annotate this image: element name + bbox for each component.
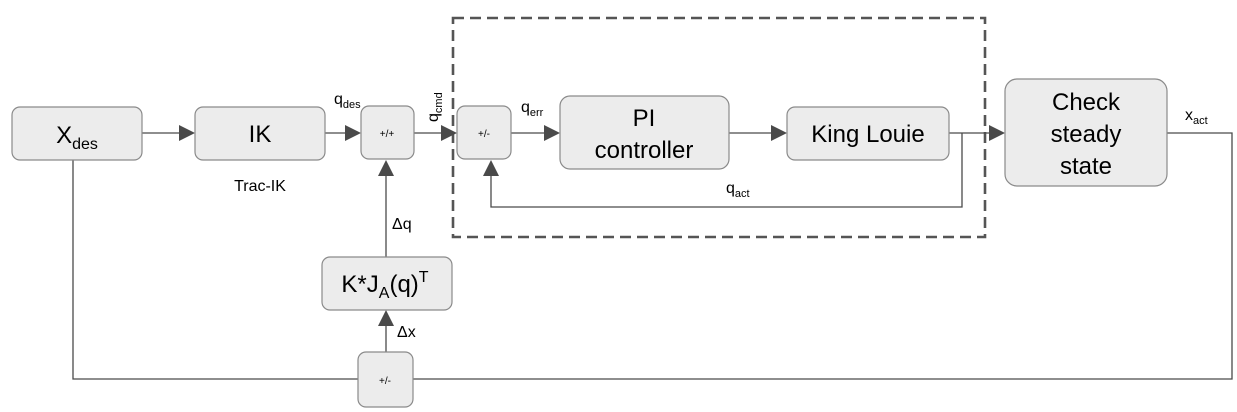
arrowhead-sum2-feedback xyxy=(483,160,499,176)
sum3-label: +/- xyxy=(379,376,391,387)
ik-label: IK xyxy=(249,121,272,148)
sum3-block xyxy=(357,351,414,408)
x-act-signal-label: xact xyxy=(1185,107,1208,127)
q-cmd-signal-label: qcmd xyxy=(425,92,445,122)
jacobian-block xyxy=(321,256,453,311)
steady-state-block xyxy=(1004,78,1168,187)
wire-qact-feedback xyxy=(490,133,963,208)
sum1-block xyxy=(360,105,415,160)
arrowhead-sum2-in xyxy=(441,125,457,141)
pi-controller-line1: PI xyxy=(633,105,656,132)
arrowhead-sum1-in xyxy=(345,125,361,141)
sum2-block xyxy=(456,105,512,160)
ik-caption: Trac-IK xyxy=(234,178,286,195)
jacobian-label: K*JA(q)T xyxy=(341,269,428,302)
sum1-label: +/+ xyxy=(380,129,395,140)
arrowhead-pi-in xyxy=(544,125,560,141)
pi-controller-line2: controller xyxy=(595,137,694,164)
steady-state-line2: steady xyxy=(1051,121,1122,148)
wire-xact-feedback xyxy=(413,132,1233,380)
king-louie-label: King Louie xyxy=(811,121,924,148)
arrowhead-steady-in xyxy=(989,125,1005,141)
arrowhead-king-louie-in xyxy=(771,125,787,141)
delta-q-signal-label: Δq xyxy=(392,216,412,233)
sum2-label: +/- xyxy=(478,129,490,140)
x-des-block xyxy=(11,106,143,161)
delta-x-signal-label: Δx xyxy=(397,324,416,341)
wire-xdes-feedback xyxy=(72,160,358,380)
steady-state-line3: state xyxy=(1060,153,1112,180)
q-des-signal-label: qdes xyxy=(334,91,361,111)
q-err-signal-label: qerr xyxy=(521,99,544,119)
ik-block xyxy=(194,106,326,161)
king-louie-block xyxy=(786,106,950,161)
q-act-signal-label: qact xyxy=(726,180,750,200)
arrowhead-ik-in xyxy=(179,125,195,141)
arrowhead-jacobian-in xyxy=(378,310,394,326)
x-des-label: Xdes xyxy=(56,122,98,153)
steady-state-line1: Check xyxy=(1052,89,1121,116)
joint-control-loop-boundary xyxy=(451,16,987,239)
pi-controller-block xyxy=(559,95,730,170)
arrowhead-sum1-feedback xyxy=(378,160,394,176)
